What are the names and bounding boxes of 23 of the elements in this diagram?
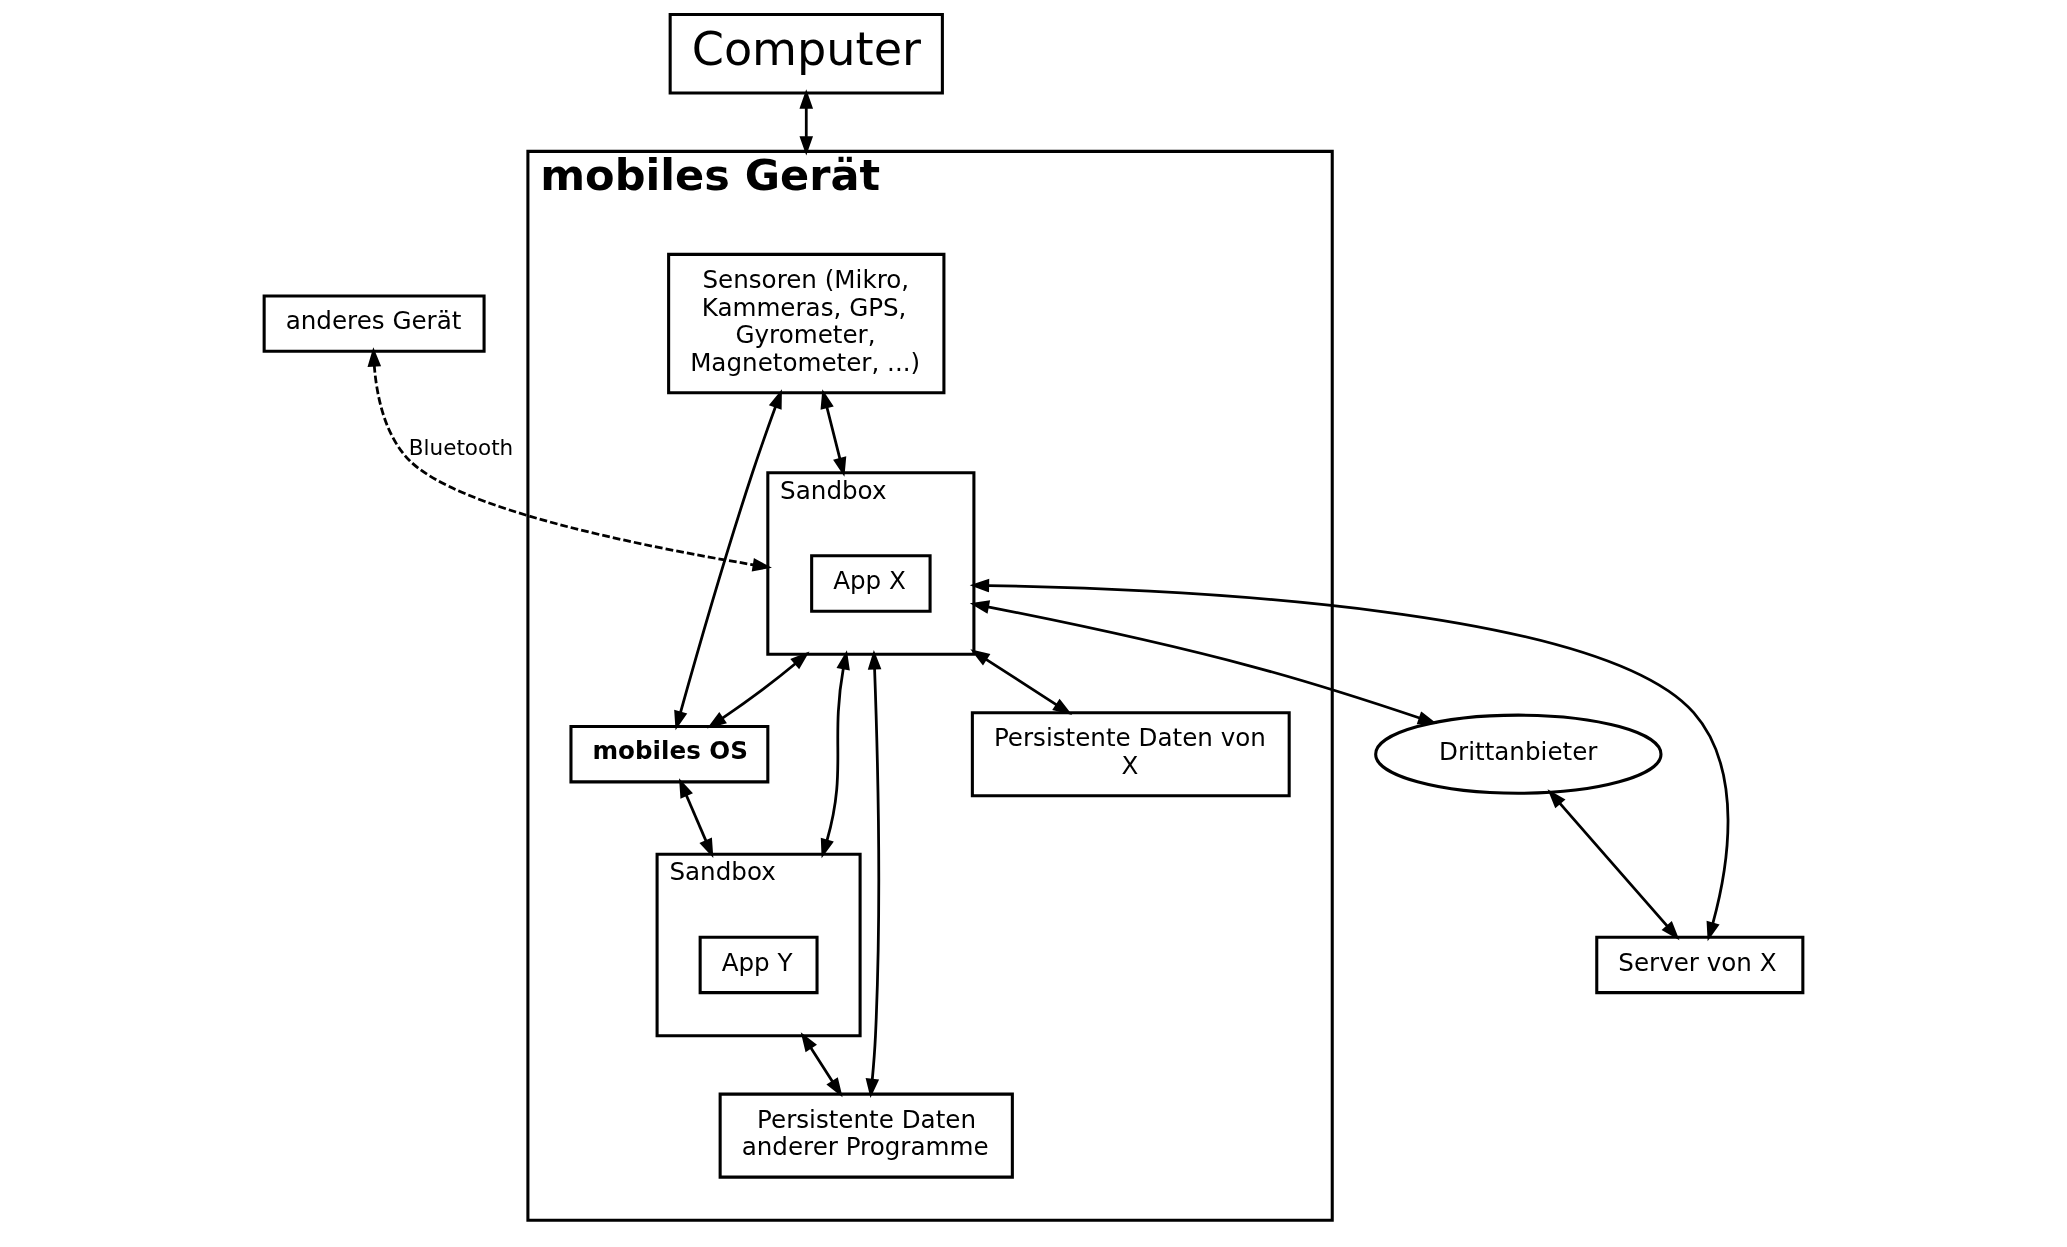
arrow: [969, 600, 1438, 725]
node-box: anderes Gerät: [262, 294, 486, 353]
arrow: [799, 89, 814, 156]
arrow: [1547, 789, 1680, 941]
node-box: mobiles OS: [569, 725, 770, 784]
arrow: [800, 1032, 843, 1098]
node-box: Sensoren (Mikro, Kammeras, GPS, Gyrometer, Magnetometer, ...): [667, 252, 946, 395]
node-box: Persistente Daten von X: [970, 711, 1291, 798]
arrow: [679, 778, 714, 859]
arrow: [970, 649, 1073, 715]
arrow: [707, 651, 810, 729]
arrow: [969, 578, 1730, 942]
node-box: App X: [810, 554, 932, 613]
arrow: [367, 347, 772, 572]
node-box: Server von X: [1595, 935, 1805, 995]
arrow: [820, 650, 850, 859]
arrow: [820, 389, 847, 477]
node-box: App Y: [698, 935, 819, 995]
edge-label: Bluetooth: [408, 434, 514, 460]
node-box: Persistente Daten anderer Programme: [718, 1092, 1014, 1179]
arrow: [865, 650, 882, 1099]
node-box: Computer: [668, 12, 944, 95]
arrow: [674, 389, 782, 731]
